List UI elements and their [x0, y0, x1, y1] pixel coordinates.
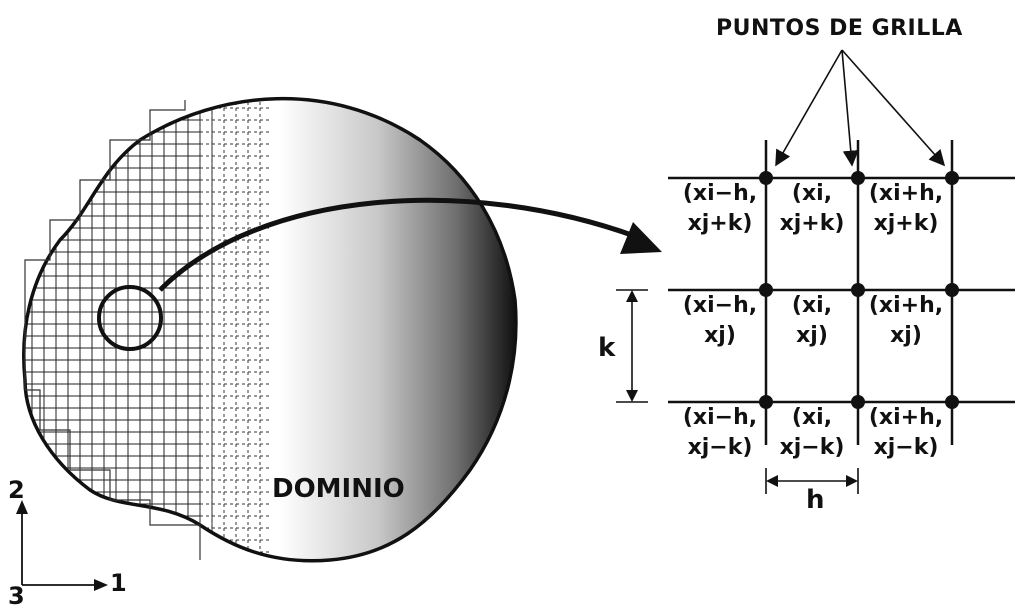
grid-point-label-line1: (xi,	[792, 293, 832, 318]
grid-point-label-line2: xj+k)	[780, 211, 845, 236]
grid-point	[759, 171, 773, 185]
zoom-arrow-head	[620, 222, 662, 254]
grid-detail: (xi−h, xj+k) (xi, xj+k) (xi+h, xj+k) (xi−h, xj)…	[668, 140, 1015, 460]
grid-point-label-line1: (xi+h,	[869, 293, 943, 318]
grid-point-label-line1: (xi,	[792, 181, 832, 206]
grid-points	[759, 171, 959, 409]
axis-3-label: 3	[8, 582, 25, 606]
k-label: k	[598, 333, 616, 363]
grid-point-label-line1: (xi−h,	[683, 181, 757, 206]
domain-region	[22, 97, 518, 563]
grid-point-label-line1: (xi−h,	[683, 293, 757, 318]
grid-point-label-line1: (xi−h,	[683, 405, 757, 430]
grid-point	[945, 283, 959, 297]
h-dimension: h	[765, 468, 859, 515]
h-label: h	[806, 485, 825, 515]
grid-point	[759, 395, 773, 409]
domain-boundary	[22, 97, 518, 563]
domain-label: DOMINIO	[272, 474, 405, 504]
grid-point	[945, 171, 959, 185]
zoom-arrow	[158, 197, 641, 292]
grid-point-label-line2: xj+k)	[688, 211, 753, 236]
grid-point-label-line2: xj−k)	[874, 435, 939, 460]
grid-point	[759, 283, 773, 297]
grid-point-labels: (xi−h, xj+k) (xi, xj+k) (xi+h, xj+k) (xi−h, xj)…	[683, 181, 943, 460]
title-pointer-arrows	[775, 49, 946, 167]
grid-point	[945, 395, 959, 409]
grid-point-label-line2: xj−k)	[688, 435, 753, 460]
mesh-staircase-outline	[24, 100, 201, 560]
grid-point-label-line2: xj+k)	[874, 211, 939, 236]
grid-point-label-line1: (xi+h,	[869, 181, 943, 206]
zoom-circle	[97, 285, 163, 351]
grid-point-label-line2: xj−k)	[780, 435, 845, 460]
grid-point	[851, 283, 865, 297]
grid-point-label-line2: xj)	[890, 323, 922, 348]
grid-point-label-line2: xj)	[796, 323, 828, 348]
grid-point-label-line1: (xi+h,	[869, 405, 943, 430]
axis-2-label: 2	[8, 476, 25, 504]
grid-point-label-line2: xj)	[704, 323, 736, 348]
grid-point-label-line1: (xi,	[792, 405, 832, 430]
domain-shape	[23, 98, 516, 561]
axes-triad: 2 1 3	[8, 476, 127, 606]
grid-points-title: PUNTOS DE GRILLA	[716, 16, 963, 41]
k-dimension: k	[598, 289, 648, 403]
axis-1-label: 1	[110, 569, 127, 597]
grid-point	[851, 395, 865, 409]
grid-point	[851, 171, 865, 185]
